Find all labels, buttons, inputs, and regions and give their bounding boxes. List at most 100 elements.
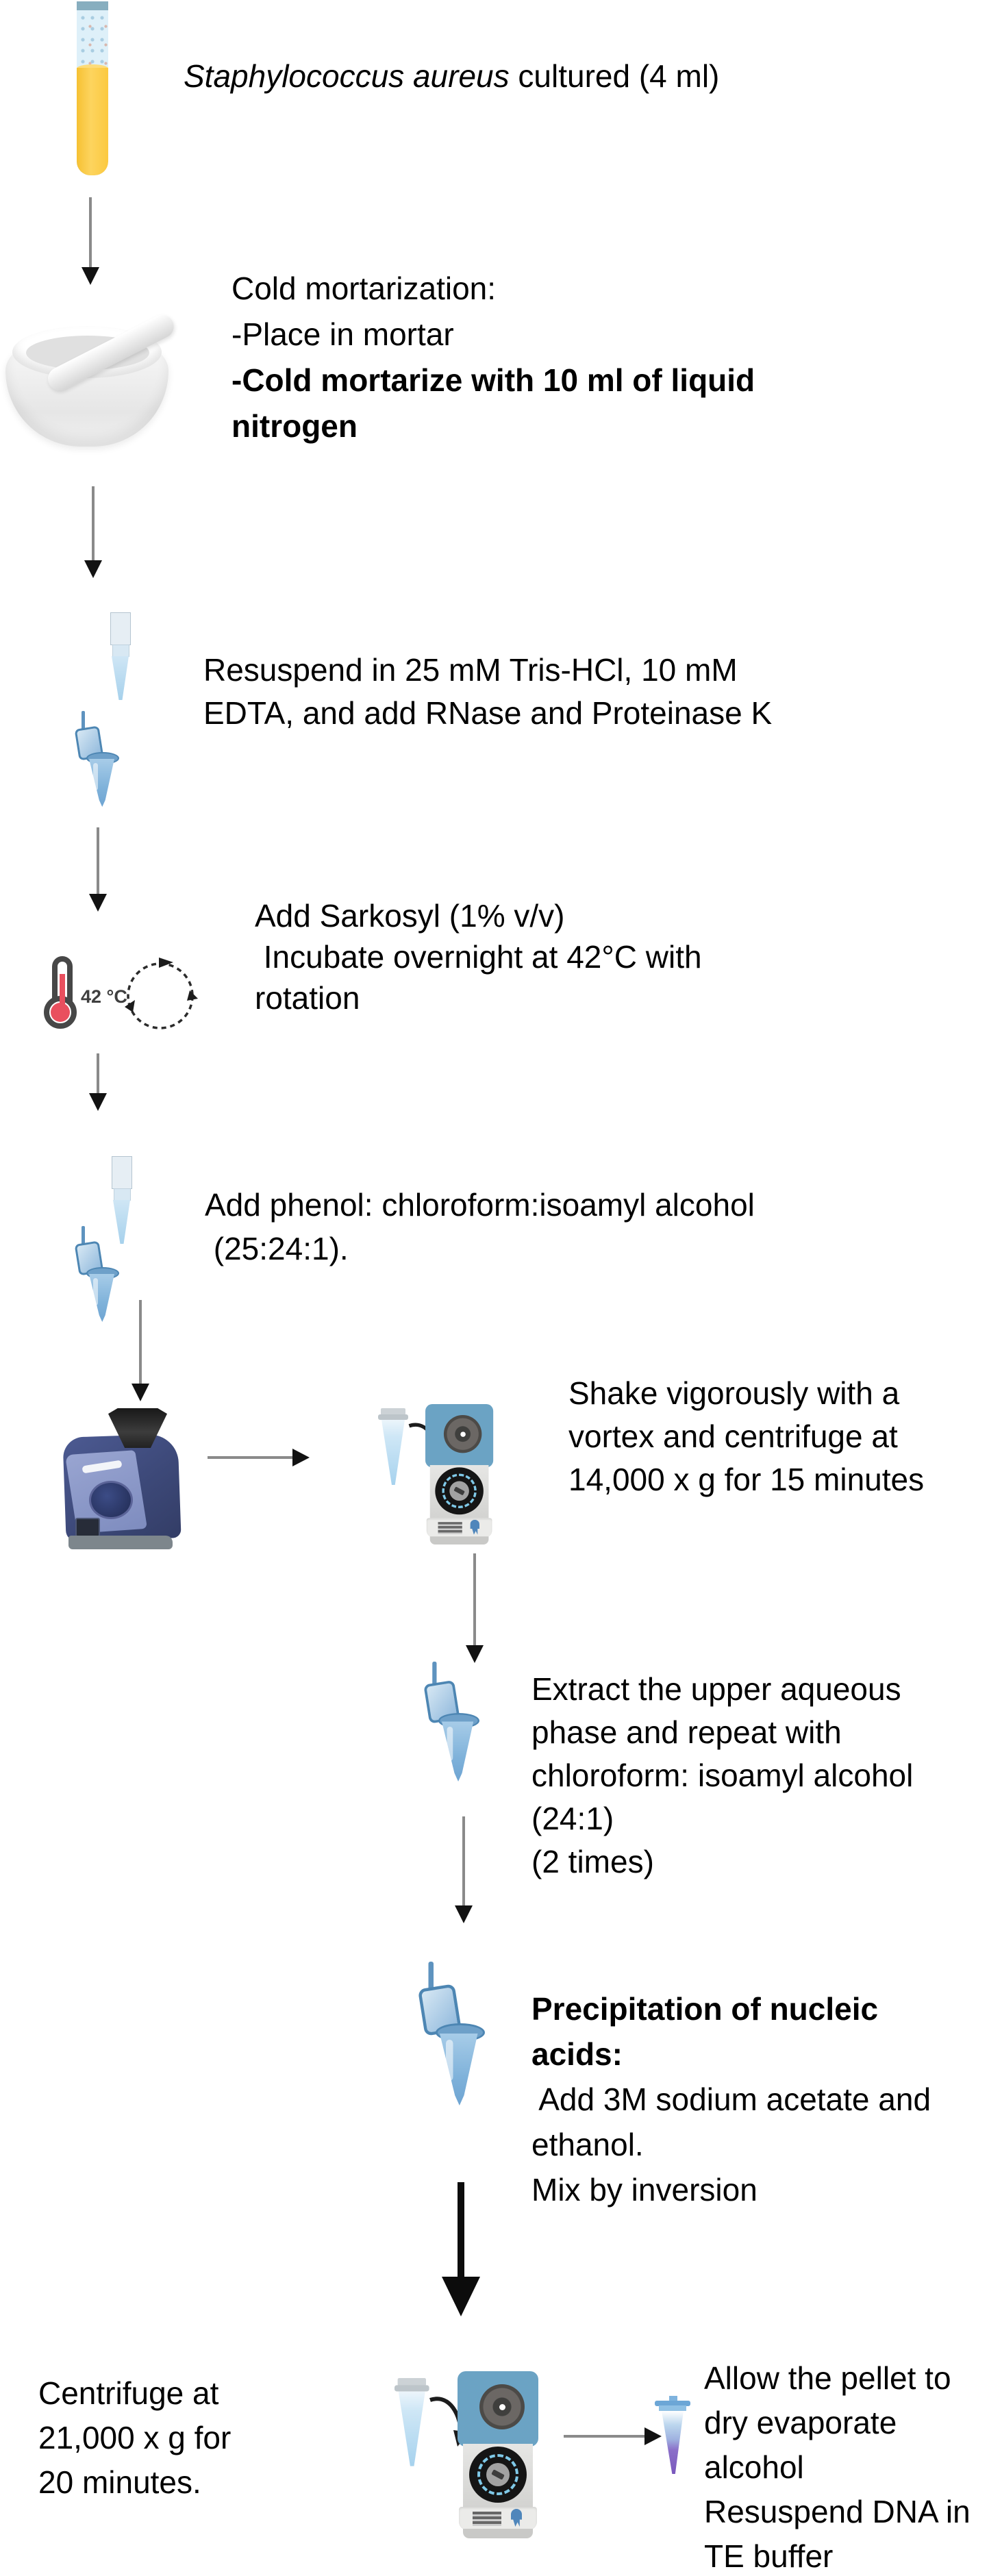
flow-arrow-5-icon <box>132 1384 149 1401</box>
lid-dot <box>499 2404 505 2410</box>
centrifuge-lid <box>458 2371 538 2447</box>
rotor-slot <box>453 1486 465 1496</box>
step-shake-label: Shake vigorously with a vortex and centr… <box>568 1372 924 1501</box>
tube-hinge <box>82 1226 85 1245</box>
text-line: Add phenol: chloroform:isoamyl alcohol <box>205 1187 755 1223</box>
centrifuge-icon <box>422 1404 497 1545</box>
microtube-open-icon <box>74 711 119 807</box>
text-line: vortex and centrifuge at <box>568 1418 898 1454</box>
text-line: Shake vigorously with a <box>568 1375 900 1411</box>
text-line: phase and repeat with <box>531 1714 842 1750</box>
rotor-hub <box>449 1481 469 1501</box>
step-resuspend-label: Resuspend in 25 mM Tris-HCl, 10 mM EDTA,… <box>203 649 772 735</box>
step-sarkosyl-label: Add Sarkosyl (1% v/v) Incubate overnight… <box>255 895 702 1018</box>
thermo-column <box>60 974 65 1007</box>
microtube-open-icon <box>423 1662 479 1781</box>
species-name: Staphylococcus aureus <box>184 58 510 94</box>
text-line: Allow the pellet to <box>704 2360 951 2396</box>
text-line: dry evaporate <box>704 2405 897 2440</box>
text-line: alcohol <box>704 2449 804 2485</box>
flow-arrow-h2-stem <box>564 2435 644 2438</box>
text-line: Centrifuge at <box>38 2375 219 2411</box>
tip-cone <box>112 656 129 700</box>
tube-cap <box>381 1408 405 1415</box>
tube-rim <box>77 1 108 10</box>
vortex-knob <box>89 1481 133 1519</box>
flow-arrow-h1-icon <box>292 1449 310 1466</box>
rotor-ring <box>442 1473 477 1509</box>
flow-arrow-2-icon <box>84 560 102 578</box>
text-line: EDTA, and add RNase and Proteinase K <box>203 695 773 731</box>
flow-arrow-h2-icon <box>644 2427 662 2445</box>
text-line: Precipitation of nucleic <box>531 1991 879 2027</box>
tube-body <box>381 1420 405 1485</box>
tube-body <box>398 2391 425 2466</box>
tube-shine <box>93 763 98 790</box>
vortex-display <box>75 1518 100 1537</box>
panel-logo <box>470 1519 479 1535</box>
step-phenol-label: Add phenol: chloroform:isoamyl alcohol (… <box>205 1183 755 1271</box>
step-final-spin-label: Centrifuge at 21,000 x g for 20 minutes. <box>38 2371 231 2505</box>
text-line: -Cold mortarize with 10 ml of liquid <box>231 362 755 398</box>
tube-liquid <box>77 68 108 175</box>
panel-button <box>473 2512 501 2526</box>
centrifuge-rotor <box>469 2447 527 2503</box>
text-line: Resuspend DNA in <box>704 2494 971 2529</box>
step-precipitate-label: Precipitation of nucleic acids: Add 3M s… <box>531 1986 931 2212</box>
panel-button <box>438 1522 462 1534</box>
test-tube-icon <box>77 1 108 175</box>
rotor-slot <box>491 2469 505 2480</box>
centrifuge-panel <box>459 2507 537 2530</box>
tip-top <box>110 612 131 645</box>
centrifuge-icon <box>453 2371 542 2539</box>
text-line: Resuspend in 25 mM Tris-HCl, 10 mM <box>203 652 738 688</box>
pipette-tip-icon <box>110 612 132 700</box>
flow-arrow-2-stem <box>92 486 95 560</box>
flow-arrow-7-icon <box>455 1905 473 1923</box>
microtube-open-icon <box>74 1226 119 1322</box>
rotation-icon <box>125 958 198 1029</box>
text-line: (25:24:1). <box>205 1231 349 1266</box>
text-line: Mix by inversion <box>531 2172 758 2208</box>
step-dry-resuspend-label: Allow the pellet to dry evaporate alcoho… <box>704 2356 971 2576</box>
tip-mid <box>112 645 129 657</box>
temperature-label: 42 °C <box>81 986 127 1007</box>
text-line: 14,000 x g for 15 minutes <box>568 1462 925 1497</box>
flow-arrow-big-stem <box>458 2182 464 2278</box>
tube-shine <box>447 1727 453 1761</box>
dna-pellet-tube-icon <box>655 2396 690 2475</box>
microtube-open-icon <box>417 1962 485 2105</box>
tube-tab <box>669 2396 677 2402</box>
flow-arrow-6-stem <box>473 1553 476 1647</box>
tube-shine <box>93 1278 98 1305</box>
tip-top <box>112 1156 132 1189</box>
conical-tube-icon <box>395 2378 429 2466</box>
text-line: Extract the upper aqueous <box>531 1671 901 1707</box>
tube-body <box>662 2411 684 2474</box>
tube-rim <box>395 2385 429 2392</box>
tube-cap-lower <box>659 2405 686 2411</box>
flow-arrow-1-icon <box>82 267 99 285</box>
flow-arrow-3-icon <box>89 894 107 912</box>
lid-dot <box>460 1431 466 1437</box>
tube-cap <box>397 2378 426 2386</box>
vortex-mixer-icon <box>62 1408 185 1551</box>
thermo-fill <box>51 1003 70 1022</box>
flow-arrow-5-stem <box>139 1300 142 1385</box>
text-line: 21,000 x g for <box>38 2420 231 2455</box>
flow-arrow-h1-stem <box>208 1456 292 1459</box>
text-line: Add 3M sodium acetate and <box>531 2081 931 2117</box>
step-culture-label: Staphylococcus aureus cultured (4 ml) <box>184 55 719 98</box>
text-line: TE buffer <box>704 2538 834 2574</box>
centrifuge-panel <box>426 1518 492 1538</box>
flow-arrow-6-icon <box>466 1645 484 1663</box>
tube-cap <box>655 2401 690 2406</box>
centrifuge-base <box>463 2529 533 2538</box>
culture-text: cultured (4 ml) <box>509 58 720 94</box>
text-line: 20 minutes. <box>38 2464 201 2500</box>
flow-arrow-1-stem <box>89 197 92 268</box>
step-extract-label: Extract the upper aqueous phase and repe… <box>531 1668 913 1884</box>
text-line: Incubate overnight at 42°C with <box>255 939 702 975</box>
flow-arrow-4-stem <box>97 1053 99 1095</box>
